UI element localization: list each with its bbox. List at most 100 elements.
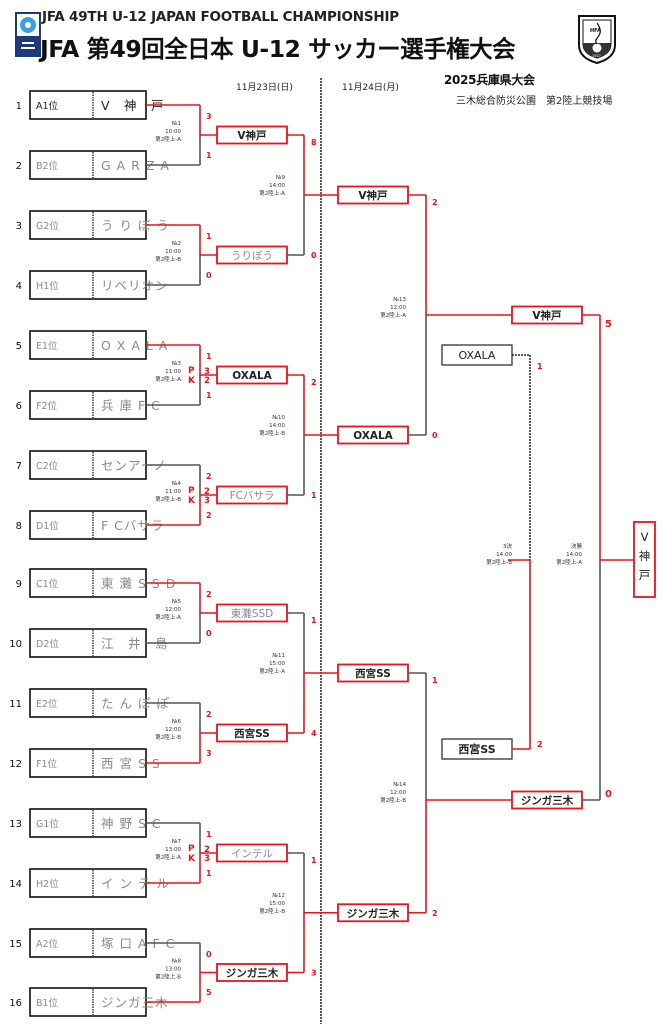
team-box[interactable] [29, 330, 147, 360]
score: 3 [204, 854, 210, 864]
team-seed-number: 8 [16, 521, 22, 532]
team-box[interactable] [29, 868, 147, 898]
team-seed-number: 4 [16, 281, 22, 292]
team-seed-number: 14 [9, 879, 22, 890]
team-seed-number: 16 [9, 998, 22, 1009]
score: 3 [311, 969, 317, 978]
team-box[interactable] [29, 808, 147, 838]
score: 2 [537, 740, 543, 749]
match-field: 第2陸上-A [259, 189, 285, 197]
u12-championship-logo [15, 12, 41, 57]
team-seed-number: 1 [16, 101, 22, 112]
match-number: №3 [172, 361, 182, 367]
team-box[interactable] [29, 748, 147, 778]
pk-label-p: P [188, 486, 195, 496]
round1-winner-box-label: OXALA [232, 370, 272, 382]
team-name: ジンガ三木 [101, 995, 169, 1010]
match-number: 決勝 [571, 542, 583, 550]
score: 2 [311, 378, 317, 387]
team-seed-number: 12 [9, 759, 22, 770]
score: 2 [204, 487, 210, 497]
team-box[interactable] [29, 450, 147, 480]
match-time: 10:00 [165, 129, 181, 135]
team-box[interactable] [29, 510, 147, 540]
match-field: 第2陸上-A [380, 311, 406, 319]
match-number: №10 [272, 415, 285, 421]
pk-label-k: K [188, 376, 196, 386]
team-box[interactable] [29, 628, 147, 658]
round2-winner-box-label: 西宮SS [355, 667, 391, 680]
round2-winner-box-label: ジンガ三木 [347, 907, 400, 920]
match-time: 14:00 [269, 183, 285, 189]
tournament-subtitle: 2025兵庫県大会 [444, 73, 535, 87]
round1-winner-box-label: 東灘SSD [231, 607, 273, 620]
match-number: №5 [172, 599, 182, 605]
team-name: 神 野 S C [101, 816, 162, 831]
match-field: 第2陸上-A [155, 375, 181, 383]
team-name: 塚 口 A F C [101, 936, 175, 951]
score: 0 [311, 251, 317, 260]
score: 0 [605, 789, 612, 800]
team-rank: E2位 [36, 698, 58, 710]
semifinal-winner-box-label: V神戸 [532, 309, 562, 322]
score: 5 [605, 319, 612, 330]
score: 5 [206, 988, 212, 997]
score: 0 [206, 950, 212, 959]
score: 1 [206, 232, 212, 241]
team-box[interactable] [29, 270, 147, 300]
pk-label-k: K [188, 854, 196, 864]
score: 1 [206, 830, 212, 839]
score: 3 [204, 367, 210, 377]
team-name: う り ぼ う [101, 218, 170, 233]
score: 1 [206, 391, 212, 400]
team-name: G A R Z A [101, 158, 170, 173]
title-english: JFA 49TH U-12 JAPAN FOOTBALL CHAMPIONSHI… [42, 9, 400, 25]
hfa-logo-text: HFA [590, 28, 601, 34]
match-field: 第2陸上-B [155, 973, 181, 981]
team-box[interactable] [29, 150, 147, 180]
team-name: 西 宮 S S [101, 756, 161, 771]
champion-char: 神 [639, 549, 651, 563]
round1-winner-box-label: うりぼう [231, 250, 273, 262]
team-seed-number: 9 [16, 579, 22, 590]
semifinal-winner-box-label: ジンガ三木 [521, 794, 574, 807]
match-number: 3決 [503, 542, 512, 550]
team-seed-number: 7 [16, 461, 22, 472]
team-box[interactable] [29, 210, 147, 240]
match-time: 13:00 [165, 847, 181, 853]
score: 1 [311, 616, 317, 625]
round1-winner-box-label: インテル [231, 848, 273, 860]
match-time: 15:00 [269, 901, 285, 907]
match-number: №11 [272, 653, 285, 659]
score: 2 [206, 511, 212, 520]
pk-label-p: P [188, 844, 195, 854]
match-number: №14 [393, 782, 406, 788]
match-field: 第2陸上-B [486, 558, 512, 566]
score: 1 [432, 676, 438, 685]
match-time: 14:00 [269, 423, 285, 429]
match-number: №13 [393, 297, 406, 303]
team-box[interactable] [29, 568, 147, 598]
champion-box[interactable] [633, 521, 656, 598]
team-box[interactable] [29, 987, 147, 1017]
team-rank: C2位 [36, 460, 59, 472]
match-number: №9 [276, 175, 286, 181]
match-number: №4 [172, 481, 182, 487]
match-time: 15:00 [269, 661, 285, 667]
match-field: 第2陸上-A [556, 558, 582, 566]
team-rank: C1位 [36, 578, 59, 590]
score: 4 [311, 729, 317, 738]
match-time: 14:00 [496, 552, 512, 558]
team-box[interactable] [29, 688, 147, 718]
score: 2 [206, 472, 212, 481]
team-rank: H2位 [36, 878, 59, 890]
team-seed-number: 3 [16, 221, 22, 232]
round2-winner-box-label: OXALA [353, 430, 393, 442]
third-place-team-top: OXALA [459, 349, 496, 362]
team-name: F Cバサラ [101, 518, 164, 533]
score: 1 [537, 362, 543, 371]
match-field: 第2陸上-A [155, 613, 181, 621]
team-box[interactable] [29, 390, 147, 420]
team-box[interactable] [29, 928, 147, 958]
